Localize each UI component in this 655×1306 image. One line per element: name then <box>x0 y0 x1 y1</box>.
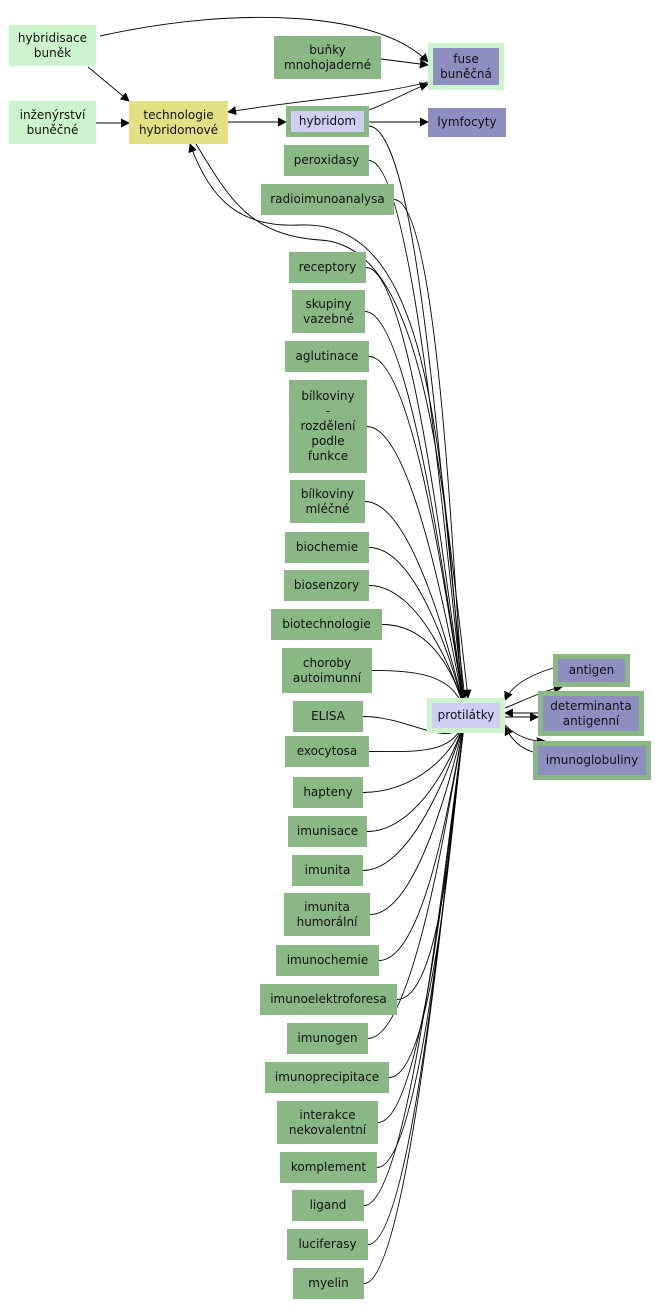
edge-imunogen-to-protilatky <box>367 714 469 1039</box>
node-aglutinace[interactable]: aglutinace <box>285 341 369 372</box>
node-imunoelektroforesa[interactable]: imunoelektroforesa <box>260 984 397 1015</box>
edge-biosenzory-to-protilatky <box>368 585 469 717</box>
node-ligand[interactable]: ligand <box>292 1190 364 1221</box>
node-bilkoviny-rozdeleni[interactable]: bílkoviny - rozdělení podle funkce <box>289 380 367 473</box>
edge-protilatky-to-antigen <box>504 683 563 709</box>
node-biochemie[interactable]: biochemie <box>285 532 369 563</box>
edge-bunky-to-fuse <box>380 58 429 69</box>
node-bunky[interactable]: buňky mnohojaderné <box>274 36 381 79</box>
node-hapteny[interactable]: hapteny <box>293 777 363 808</box>
node-imunita[interactable]: imunita <box>292 855 363 886</box>
node-interakce[interactable]: interakce nekovalentní <box>277 1101 378 1144</box>
edge-hybridisace-to-fuse <box>99 16 429 63</box>
node-skupiny[interactable]: skupiny vazebné <box>292 290 365 333</box>
node-hybridisace[interactable]: hybridisace buněk <box>9 25 96 66</box>
edge-biochemie-to-protilatky <box>368 547 469 717</box>
edge-bilkoviny_rozdeleni-to-protilatky <box>366 426 469 717</box>
edge-radioimunoanalysa-to-protilatky <box>393 199 469 717</box>
edge-peroxidasy-to-protilatky <box>368 160 469 717</box>
edge-receptory-to-protilatky <box>365 267 469 717</box>
node-imunochemie[interactable]: imunochemie <box>276 945 379 976</box>
edge-imunoglobuliny-to-protilatky <box>504 726 534 753</box>
node-protilatky[interactable]: protilátky <box>427 698 505 733</box>
edge-ligand-to-protilatky <box>363 714 469 1206</box>
edge-hybridom-to-fuse <box>368 82 429 111</box>
node-technologie[interactable]: technologie hybridomové <box>129 101 228 144</box>
node-choroby[interactable]: choroby autoimunní <box>282 648 372 693</box>
edge-aglutinace-to-protilatky <box>368 356 469 717</box>
node-biosenzory[interactable]: biosenzory <box>284 570 369 601</box>
node-receptory[interactable]: receptory <box>289 252 366 283</box>
edge-imunita-to-protilatky <box>362 714 469 871</box>
edge-interakce-to-protilatky <box>377 714 469 1123</box>
edge-fuse-to-technologie <box>227 81 429 116</box>
node-bilkoviny-mlecne[interactable]: bílkoviny mléčné <box>290 480 365 523</box>
node-imunoglobuliny[interactable]: imunoglobuliny <box>533 741 651 780</box>
edge-imunita_humoralni-to-protilatky <box>369 714 469 915</box>
edge-skupiny-to-protilatky <box>364 311 469 717</box>
node-imunisace[interactable]: imunisace <box>288 816 367 847</box>
node-imunoprecipitace[interactable]: imunoprecipitace <box>265 1062 389 1093</box>
edge-hybridisace-to-technologie <box>87 66 130 102</box>
edge-imunoelektroforesa-to-protilatky <box>396 714 469 1000</box>
node-antigen[interactable]: antigen <box>553 654 630 687</box>
node-inzenyrstvi[interactable]: inženýrství buněčné <box>9 101 96 144</box>
node-hybridom[interactable]: hybridom <box>286 106 369 137</box>
node-imunogen[interactable]: imunogen <box>287 1023 368 1054</box>
node-komplement[interactable]: komplement <box>280 1152 377 1183</box>
node-myelin[interactable]: myelin <box>293 1268 364 1299</box>
edge-myelin-to-protilatky <box>363 714 469 1284</box>
node-elisa[interactable]: ELISA <box>293 701 363 732</box>
node-lymfocyty[interactable]: lymfocyty <box>428 108 506 137</box>
node-luciferasy[interactable]: luciferasy <box>287 1229 368 1260</box>
node-determinanta[interactable]: determinanta antigenní <box>538 691 644 736</box>
node-biotechnologie[interactable]: biotechnologie <box>271 609 382 640</box>
node-imunita-humoralni[interactable]: imunita humorální <box>284 893 370 936</box>
node-fuse[interactable]: fuse buněčná <box>428 43 504 90</box>
edge-imunoprecipitace-to-protilatky <box>388 714 469 1078</box>
node-radioimunoanalysa[interactable]: radioimunoanalysa <box>261 184 394 215</box>
edge-antigen-to-protilatky <box>504 667 554 701</box>
node-peroxidasy[interactable]: peroxidasy <box>284 145 369 176</box>
node-exocytosa[interactable]: exocytosa <box>285 736 369 767</box>
